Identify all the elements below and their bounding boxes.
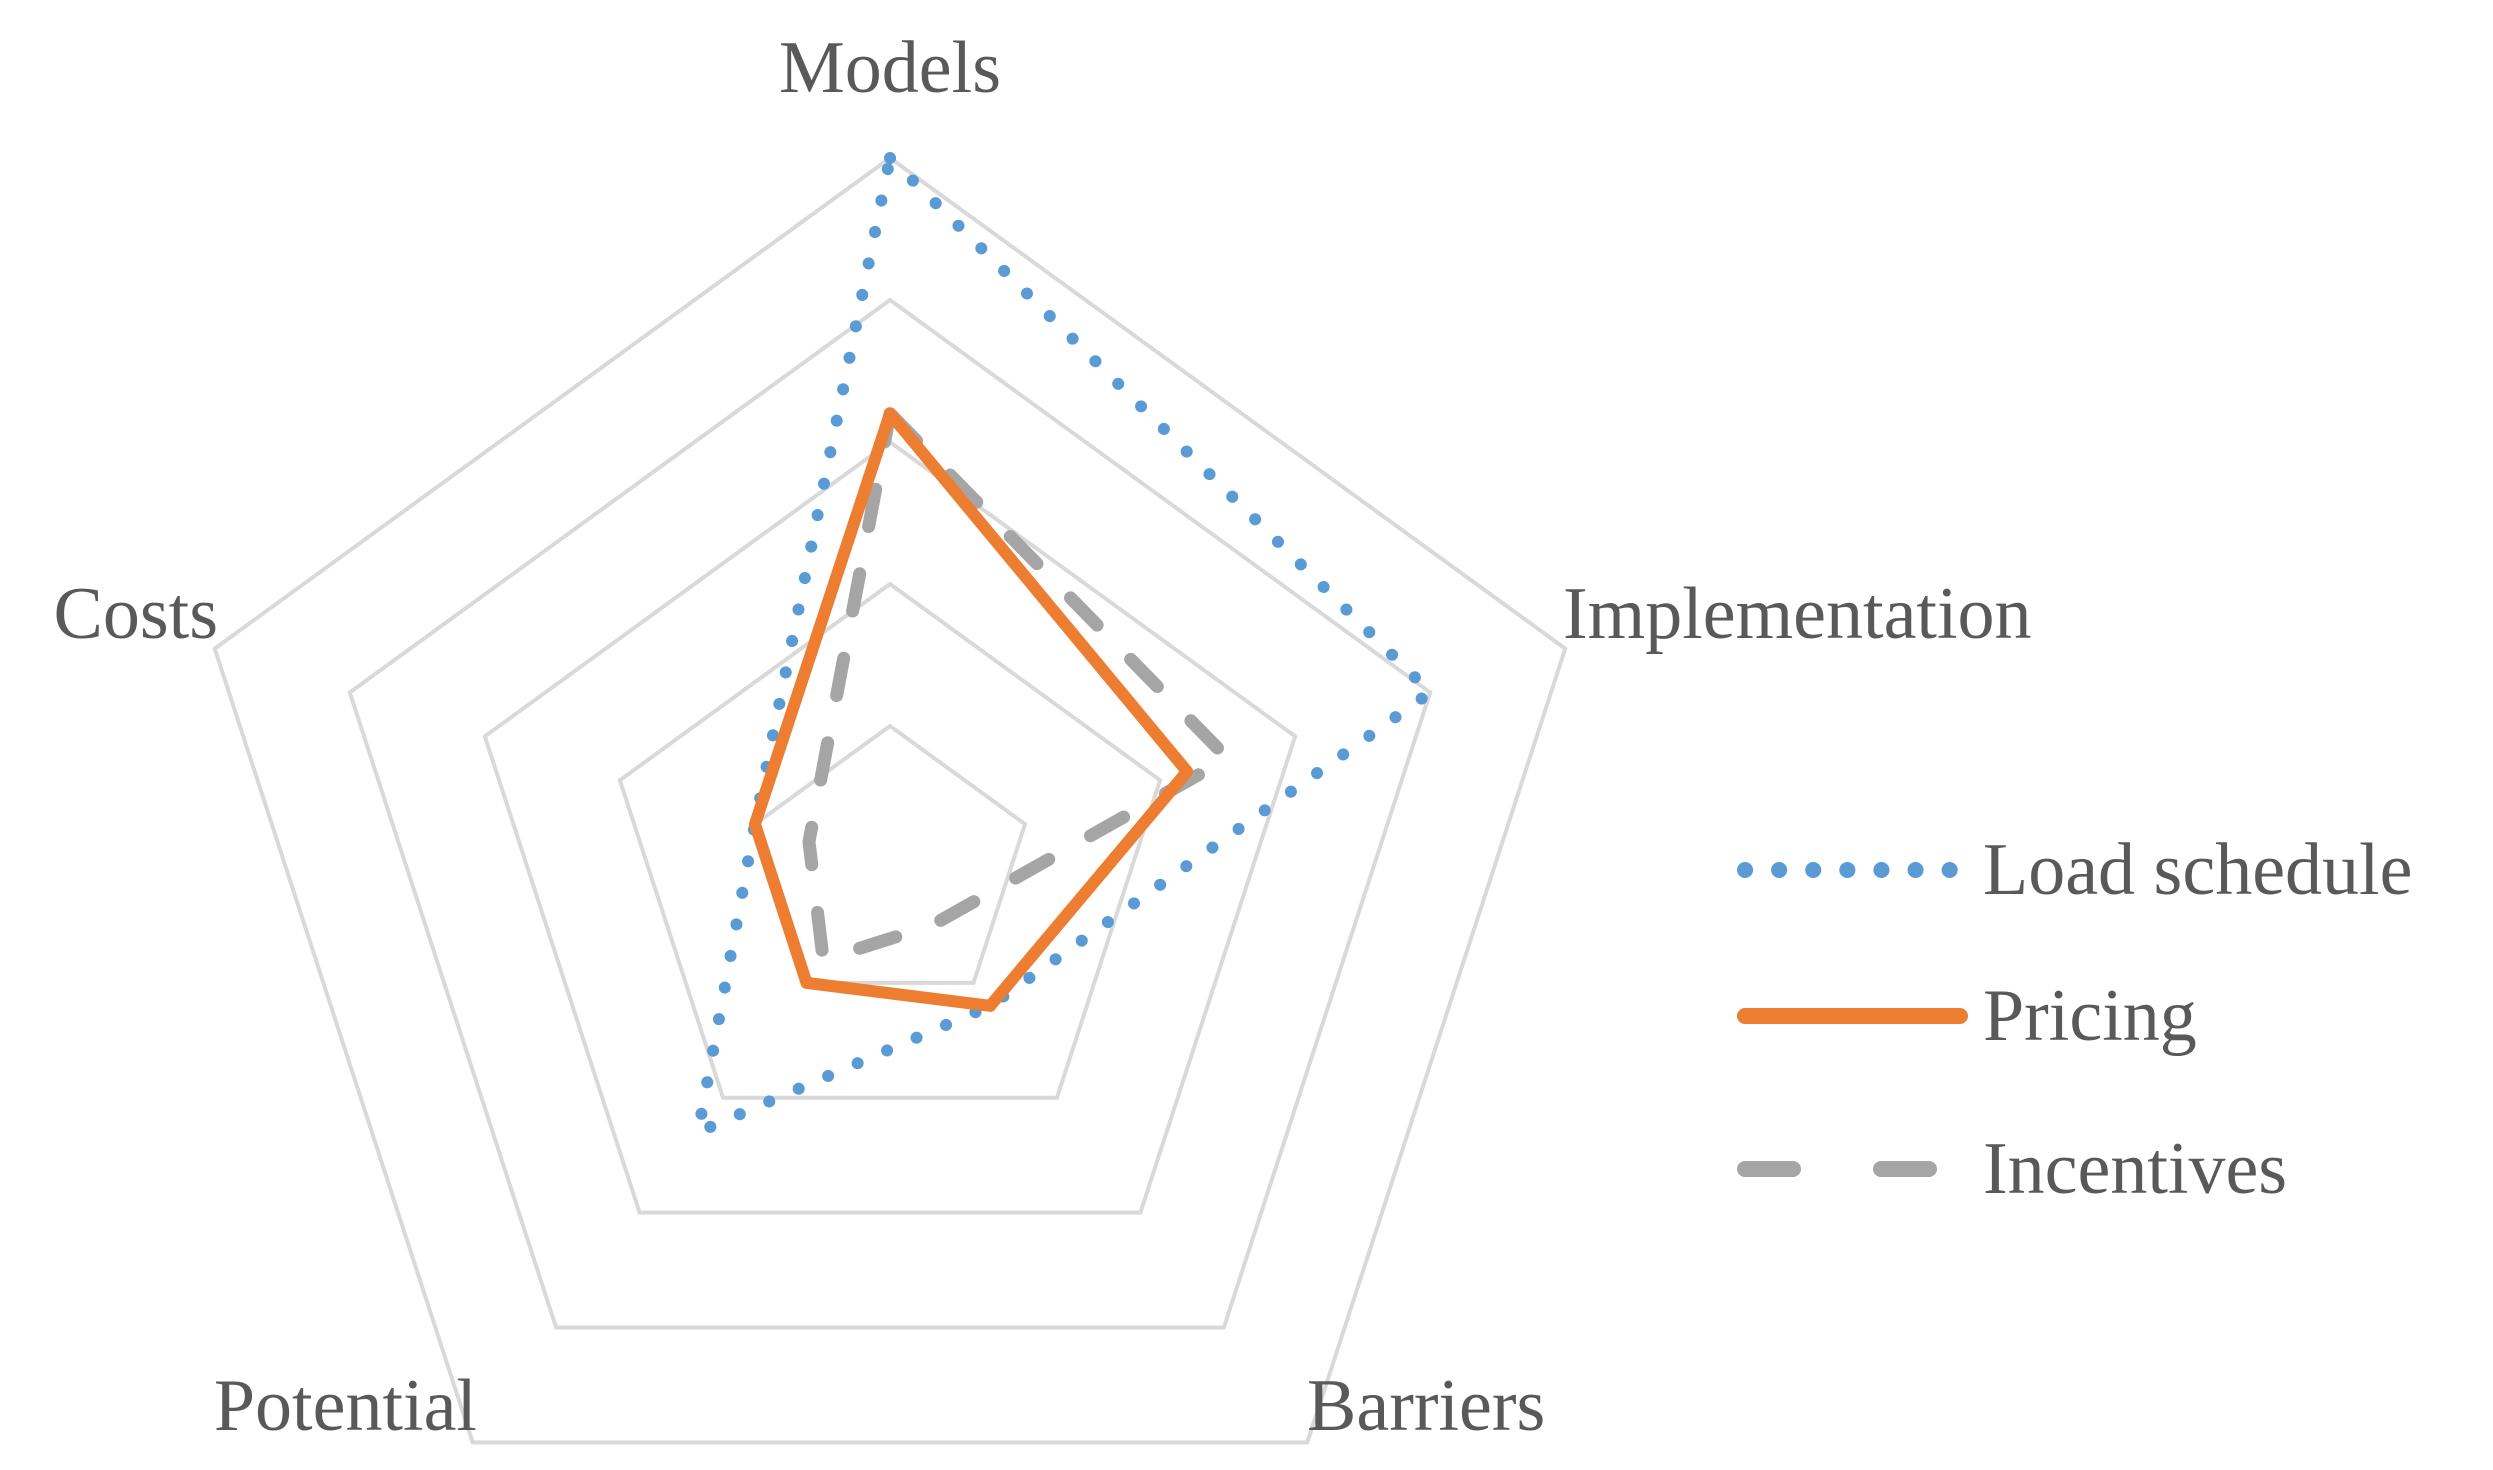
grid-ring-4 <box>347 297 1433 1330</box>
legend: Load schedule Pricing Incentives <box>1737 829 2412 1210</box>
series-line-incentives <box>802 407 1235 967</box>
series-line-pricing <box>748 407 1194 1012</box>
axis-label-implementation: Implementation <box>1563 573 2032 655</box>
axis-labels: Models Implementation Barriers Potential… <box>53 27 2031 1447</box>
legend-label-load-schedule: Load schedule <box>1983 829 2412 911</box>
grid-ring-2 <box>617 581 1163 1100</box>
grid-ring-5 <box>212 155 1568 1445</box>
grid-ring-3 <box>482 439 1298 1215</box>
radar-series <box>692 152 1437 1139</box>
grid-ring-1 <box>752 723 1028 985</box>
axis-label-models: Models <box>779 27 1001 109</box>
axis-label-costs: Costs <box>53 573 218 655</box>
legend-label-pricing: Pricing <box>1983 975 2197 1057</box>
axis-label-potential: Potential <box>214 1365 477 1447</box>
axis-label-barriers: Barriers <box>1307 1365 1545 1447</box>
radar-grid <box>212 155 1568 1445</box>
legend-label-incentives: Incentives <box>1983 1128 2287 1210</box>
